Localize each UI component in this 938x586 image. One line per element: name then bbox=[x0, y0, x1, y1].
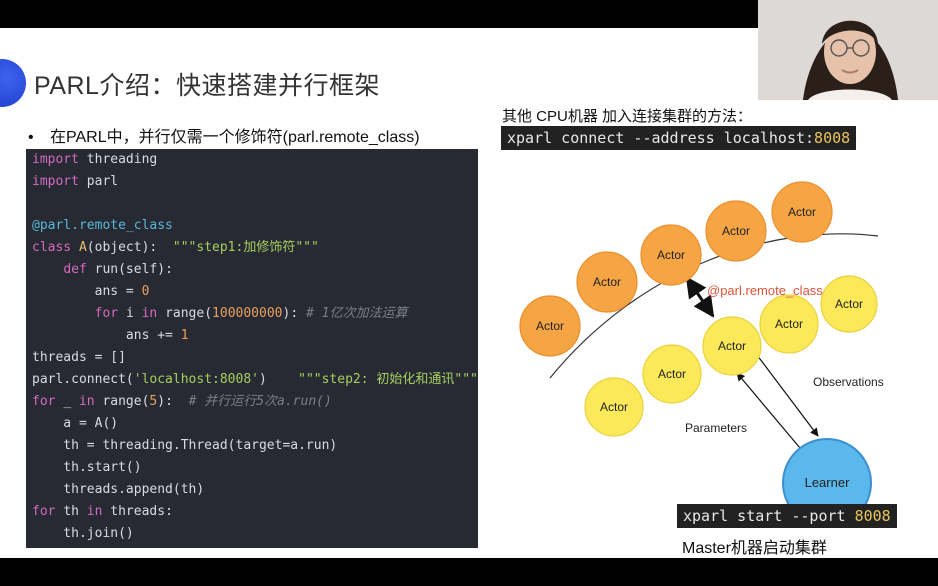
slide-title: PARL介绍：快速搭建并行框架 bbox=[34, 72, 380, 100]
actor-node: Actor bbox=[820, 275, 878, 333]
parameters-arrow bbox=[736, 372, 801, 449]
code-line: class A(object): """step1:加修饰符""" bbox=[32, 240, 319, 255]
svg-text:Actor: Actor bbox=[593, 275, 621, 289]
actor-node: Actor bbox=[705, 200, 767, 262]
bullet-point: • 在PARL中，并行仅需一个修饰符(parl.remote_class) bbox=[28, 123, 420, 147]
slide: PARL介绍：快速搭建并行框架 • 在PARL中，并行仅需一个修饰符(parl.r… bbox=[0, 28, 938, 558]
observations-arrow bbox=[756, 354, 819, 437]
svg-text:Actor: Actor bbox=[835, 297, 863, 311]
code-line: import parl bbox=[32, 174, 119, 189]
remote-link-arrow bbox=[685, 276, 715, 318]
svg-text:Actor: Actor bbox=[600, 400, 628, 414]
actor-node: Actor bbox=[759, 294, 819, 354]
connect-label: 其他 CPU机器 加入连接集群的方法： bbox=[502, 108, 753, 125]
start-command: xparl start --port 8008 bbox=[677, 504, 897, 528]
bottom-letterbox bbox=[0, 558, 938, 586]
code-line: threads.append(th) bbox=[32, 482, 205, 497]
code-line: ans += 1 bbox=[32, 328, 189, 343]
code-text: import threading import parl @parl.remote… bbox=[26, 149, 478, 545]
code-line: for _ in range(5): # 并行运行5次a.run() bbox=[32, 394, 332, 409]
bullet-text: 在PARL中，并行仅需一个修饰符(parl.remote_class) bbox=[50, 129, 420, 146]
code-line: for th in threads: bbox=[32, 504, 173, 519]
code-line bbox=[32, 193, 472, 215]
actor-node: Actor bbox=[640, 224, 702, 286]
actor-node: Actor bbox=[642, 344, 702, 404]
svg-text:Actor: Actor bbox=[775, 317, 803, 331]
actor-node: Actor bbox=[576, 251, 638, 313]
code-line: th.start() bbox=[32, 460, 142, 475]
cluster-boundary-curve bbox=[549, 233, 879, 379]
svg-text:Actor: Actor bbox=[788, 205, 816, 219]
actor-node: Actor bbox=[702, 316, 762, 376]
observations-label: Observations bbox=[813, 375, 884, 389]
actor-node: Actor bbox=[584, 377, 644, 437]
decorator-label: @parl.remote_class bbox=[707, 283, 823, 298]
code-line: a = A() bbox=[32, 416, 119, 431]
svg-text:Actor: Actor bbox=[722, 224, 750, 238]
code-line: parl.connect('localhost:8008') """step2:… bbox=[32, 372, 478, 387]
learner-node: Learner bbox=[782, 438, 872, 508]
svg-text:Actor: Actor bbox=[536, 319, 564, 333]
code-line: import threading bbox=[32, 152, 158, 167]
presenter-video bbox=[758, 0, 938, 100]
svg-text:Learner: Learner bbox=[805, 475, 850, 490]
code-line: ans = 0 bbox=[32, 284, 150, 299]
presenter-figure bbox=[758, 0, 938, 100]
actor-node: Actor bbox=[771, 181, 833, 243]
code-block: import threading import parl @parl.remote… bbox=[26, 149, 478, 548]
code-line: @parl.remote_class bbox=[32, 218, 173, 233]
code-line: for i in range(100000000): # 1亿次加法运算 bbox=[94, 306, 408, 321]
code-line: th.join() bbox=[32, 526, 134, 541]
actor-node: Actor bbox=[519, 295, 581, 357]
code-line: th = threading.Thread(target=a.run) bbox=[32, 438, 338, 453]
master-label: Master机器启动集群 bbox=[682, 540, 827, 557]
code-line: threads = [] bbox=[32, 350, 126, 365]
code-line: def run(self): bbox=[63, 262, 173, 277]
accent-circle bbox=[0, 59, 26, 107]
svg-text:Actor: Actor bbox=[718, 339, 746, 353]
svg-text:Actor: Actor bbox=[657, 248, 685, 262]
cluster-diagram: Actor Actor Actor Actor Actor Actor Acto… bbox=[519, 181, 884, 508]
svg-text:Actor: Actor bbox=[658, 367, 686, 381]
connect-command: xparl connect --address localhost:8008 bbox=[501, 126, 857, 150]
parameters-label: Parameters bbox=[685, 421, 747, 435]
bullet-marker: • bbox=[28, 129, 34, 146]
